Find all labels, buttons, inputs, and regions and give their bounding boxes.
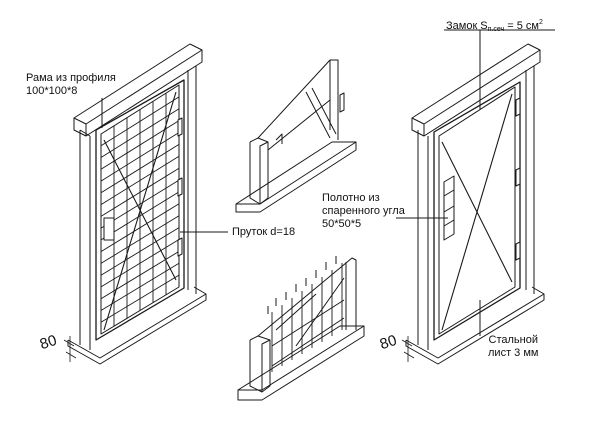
grille-section-detail-bottom <box>237 256 365 401</box>
lock-section-label: Замок Sп.сеч = 5 см2 <box>446 16 543 36</box>
grille-lock-box <box>103 217 115 241</box>
rod-label: Пруток d=18 <box>232 226 296 238</box>
frame-profile-label-line1: Рама из профиля <box>26 72 116 84</box>
leaf-material-label: Полотно из спаренного угла 50*50*5 <box>322 192 405 231</box>
angle-section-detail-top <box>235 59 357 213</box>
grille-door-drawing <box>63 43 228 365</box>
leaf-material-label-line2: спаренного угла <box>322 205 405 217</box>
steel-sheet-door-drawing <box>396 29 555 365</box>
lock-label-subscript: п.сеч <box>487 26 505 33</box>
lock-label-prefix: Замок S <box>446 20 488 32</box>
steel-sheet-label: Стальной лист 3 мм <box>488 334 538 360</box>
lock-label-value: = 5 см <box>504 20 539 32</box>
frame-profile-label: Рама из профиля 100*100*8 <box>26 72 116 98</box>
leaf-material-label-line3: 50*50*5 <box>322 218 362 230</box>
frame-profile-label-line2: 100*100*8 <box>26 85 78 97</box>
steel-sheet-label-line2: лист 3 мм <box>488 347 539 359</box>
leaf-material-label-line1: Полотно из <box>322 192 380 204</box>
steel-sheet-label-line1: Стальной <box>488 334 538 346</box>
lock-label-superscript: 2 <box>538 19 543 26</box>
